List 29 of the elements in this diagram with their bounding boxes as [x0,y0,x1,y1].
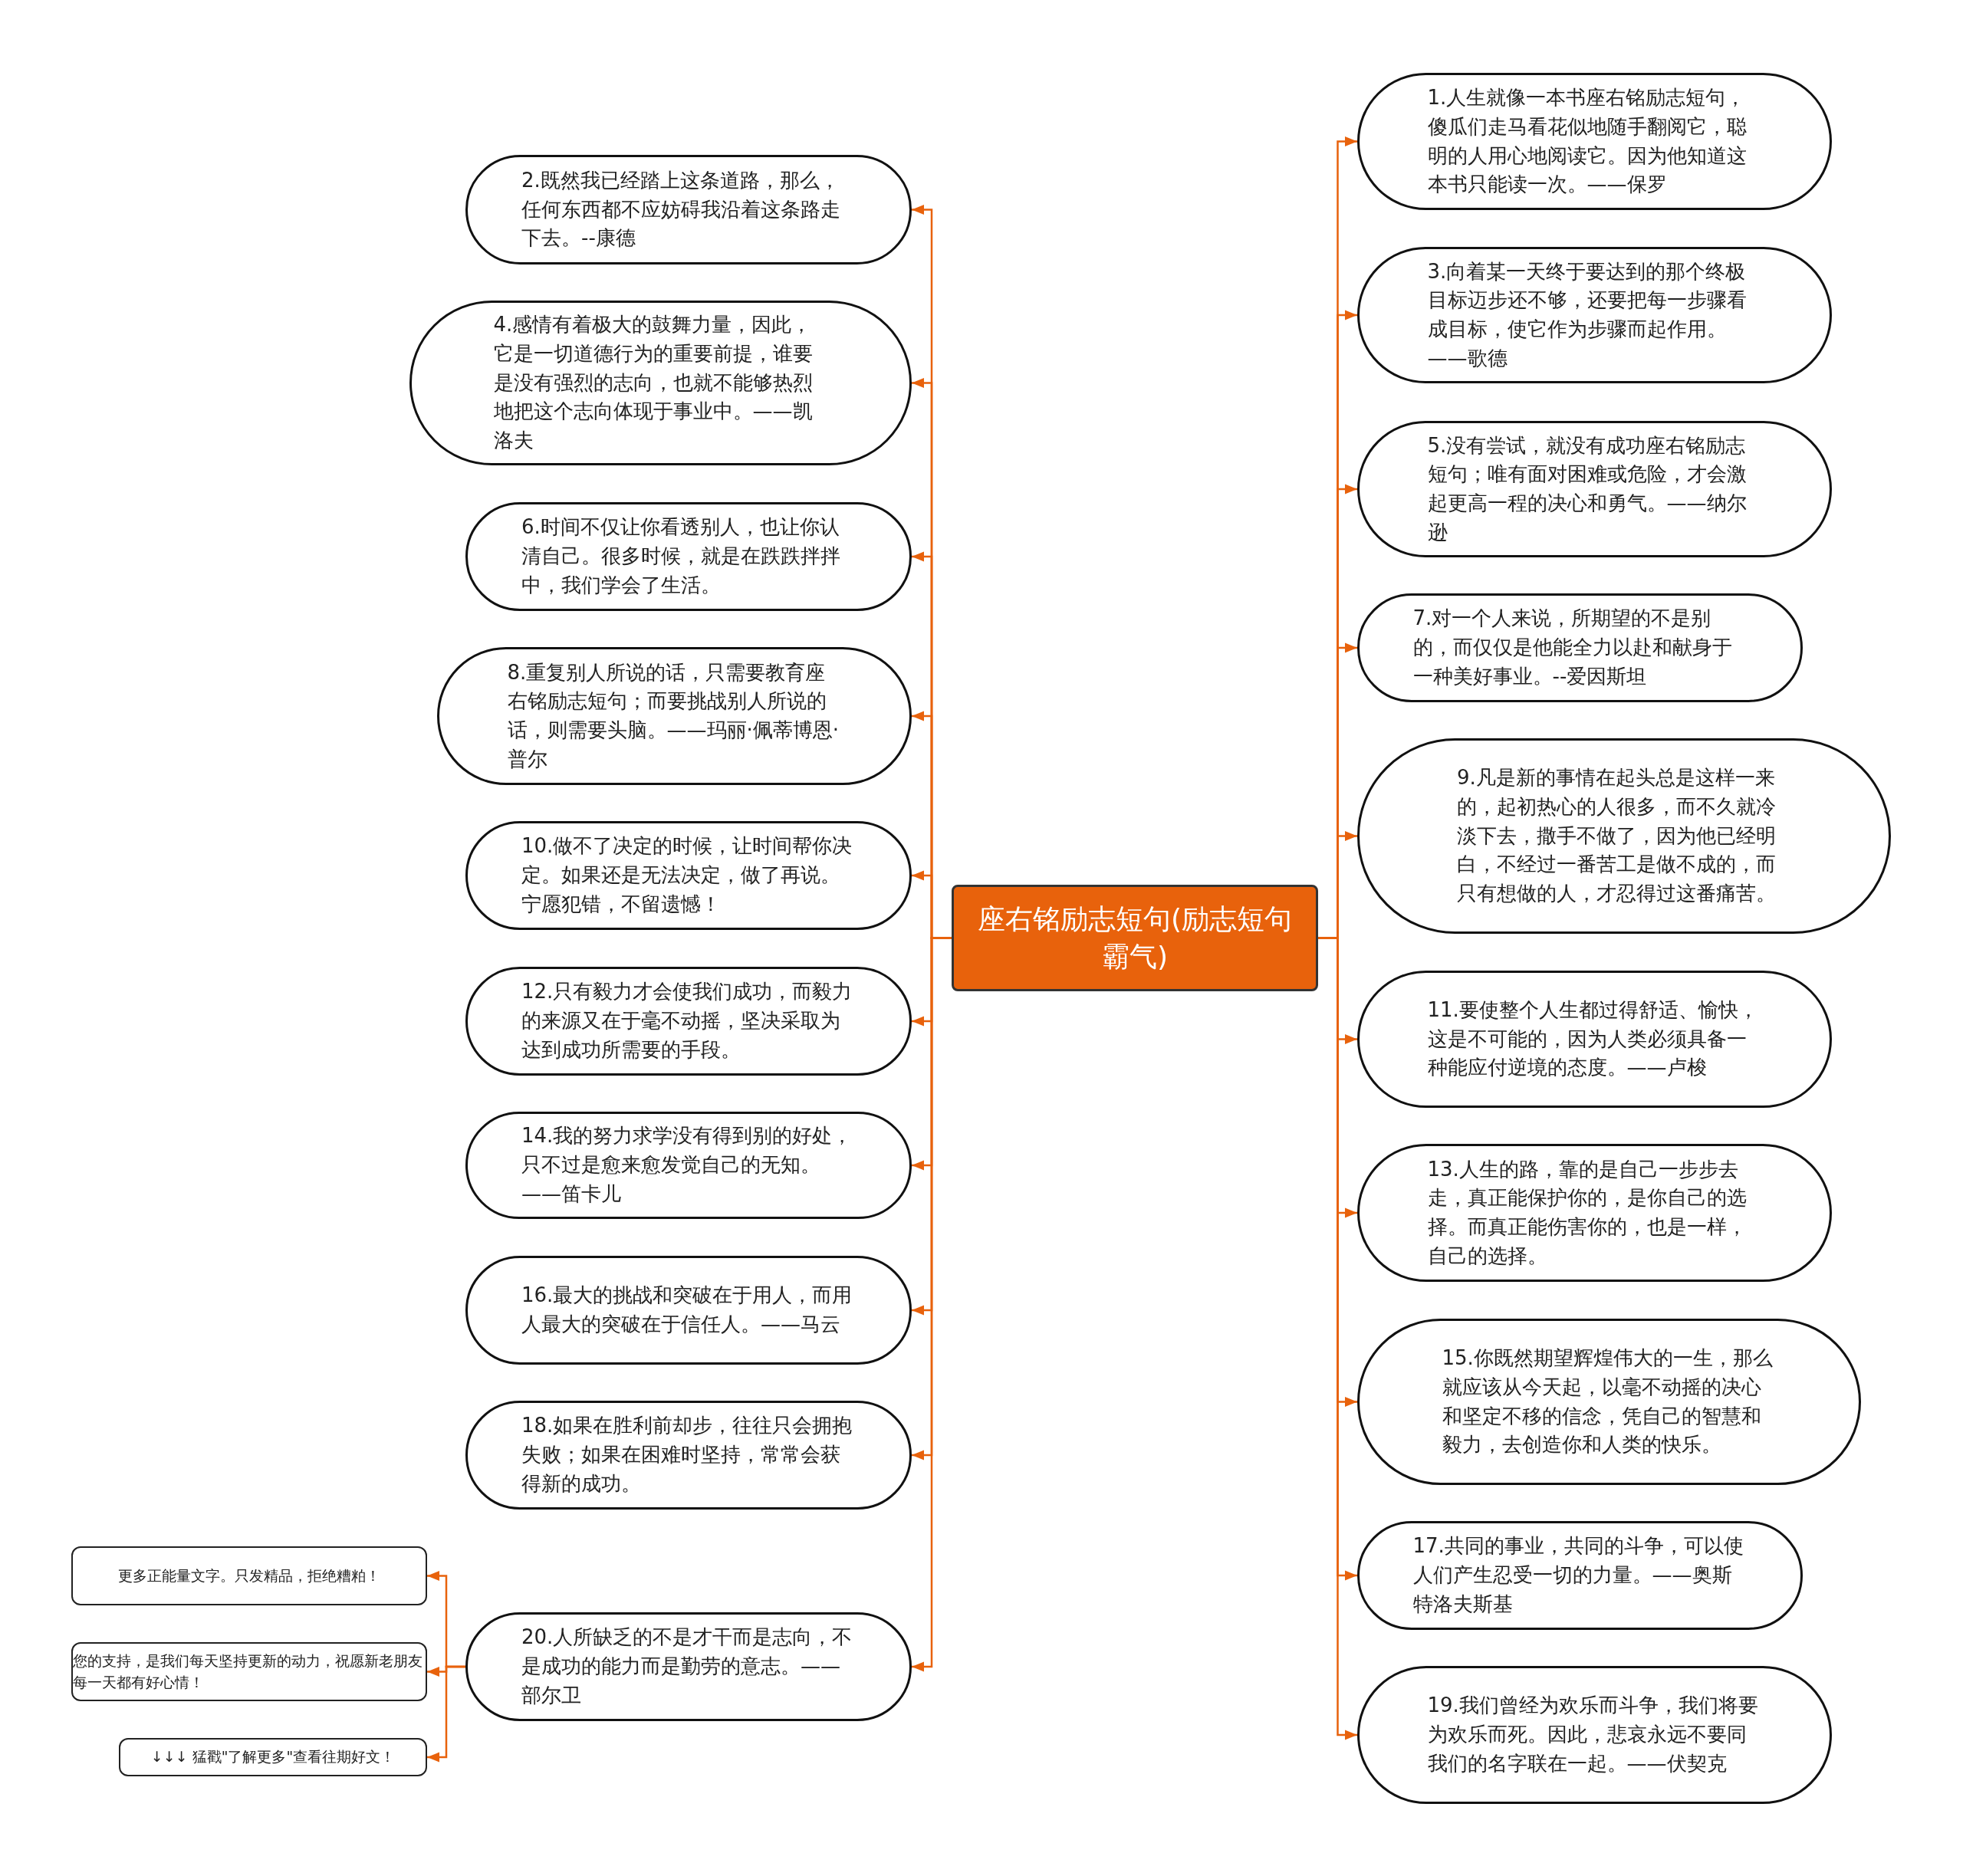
node-text: 13.人生的路，靠的是自己一步步去走，真正能保护你的，是你自己的选择。而真正能伤害你的，也是一样，自己的选择。 [1427,1156,1748,1269]
node-text: 4.感情有着极大的鼓舞力量，因此，它是一切道德行为的重要前提，谁要是没有强烈的志向，也就不能够热烈地把这个志向体现于事业中。——凯洛夫 [493,312,814,454]
node-text: 20.人所缺乏的不是才干而是志向，不是成功的能力而是勤劳的意志。——部尔卫 [521,1625,853,1708]
node-text: 5.没有尝试，就没有成功座右铭励志短句；唯有面对困难或危险，才会激起更高一程的决心和勇气。——纳尔逊 [1427,432,1748,545]
node-text: 1.人生就像一本书座右铭励志短句，傻瓜们走马看花似地随手翻阅它，聪明的人用心地阅读它。因为他知道这本书只能读一次。——保罗 [1427,85,1748,198]
node-text: 6.时间不仅让你看透别人，也让你认清自己。很多时候，就是在跌跌拌拌中，我们学会了生活。 [521,514,841,598]
node-text: 12.只有毅力才会使我们成功，而毅力的来源又在于毫不动摇，坚决采取为达到成功所需要的手段。 [521,979,853,1063]
node-text: 8.重复别人所说的话，只需要教育座右铭励志短句；而要挑战别人所说的话，则需要头脑。——玛丽·佩蒂博恩·普尔 [507,659,840,772]
node-text: 2.既然我已经踏上这条道路，那么，任何东西都不应妨碍我沿着这条路走下去。--康德 [521,167,841,251]
node-text: 座右铭励志短句(励志短句霸气) [976,902,1293,974]
note-box [71,1546,427,1605]
node-text: 7.对一个人来说，所期望的不是别的，而仅仅是他能全力以赴和献身于一种美好事业。--爱因斯坦 [1412,606,1733,689]
node-text: 18.如果在胜利前却步，往往只会拥抱失败；如果在困难时坚持，常常会获得新的成功。 [521,1413,853,1497]
note-box [119,1738,427,1776]
node-text: 17.共同的事业，共同的斗争，可以使人们产生忍受一切的力量。——奥斯特洛夫斯基 [1412,1533,1744,1617]
connector-arrow [427,1665,465,1763]
node-text: 更多正能量文字。只发精品，拒绝糟粕！ [118,1566,380,1585]
node-text: 9.凡是新的事情在起头总是这样一来的，起初热心的人很多，而不久就冷淡下去，撒手不做了，因为他已经明白，不经过一番苦工是做不成的，而只有想做的人，才忍得过这番痛苦。 [1457,765,1777,907]
node-text: 16.最大的挑战和突破在于用人，而用人最大的突破在于信任人。——马云 [521,1283,853,1337]
node-text: 15.你既然期望辉煌伟大的一生，那么就应该从今天起，以毫不动摇的决心和坚定不移的信念，凭自己的智慧和毅力，去创造你和人类的快乐。 [1442,1345,1774,1458]
node-text: 11.要使整个人生都过得舒适、愉快，这是不可能的，因为人类必须具备一种能应付逆境的态度。——卢梭 [1427,997,1759,1081]
node-text: 19.我们曾经为欢乐而斗争，我们将要为欢乐而死。因此，悲哀永远不要同我们的名字联在一起。——伏契克 [1427,1693,1759,1776]
node-text: 您的支持，是我们每天坚持更新的动力，祝愿新老朋友每一天都有好心情！ [73,1651,423,1692]
node-text: 10.做不了决定的时候，让时间帮你决定。如果还是无法决定，做了再说。宁愿犯错，不留遗憾！ [521,833,853,917]
note-box [71,1642,427,1701]
node-text: 14.我的努力求学没有得到别的好处，只不过是愈来愈发觉自己的无知。——笛卡儿 [521,1123,853,1207]
node-text: ↓↓↓ 猛戳"了解更多"查看往期好文！ [150,1747,396,1767]
node-text: 3.向着某一天终于要达到的那个终极目标迈步还不够，还要把每一步骤看成目标，使它作为步骤而起作用。——歌德 [1427,258,1748,371]
central-topic [952,885,1318,991]
